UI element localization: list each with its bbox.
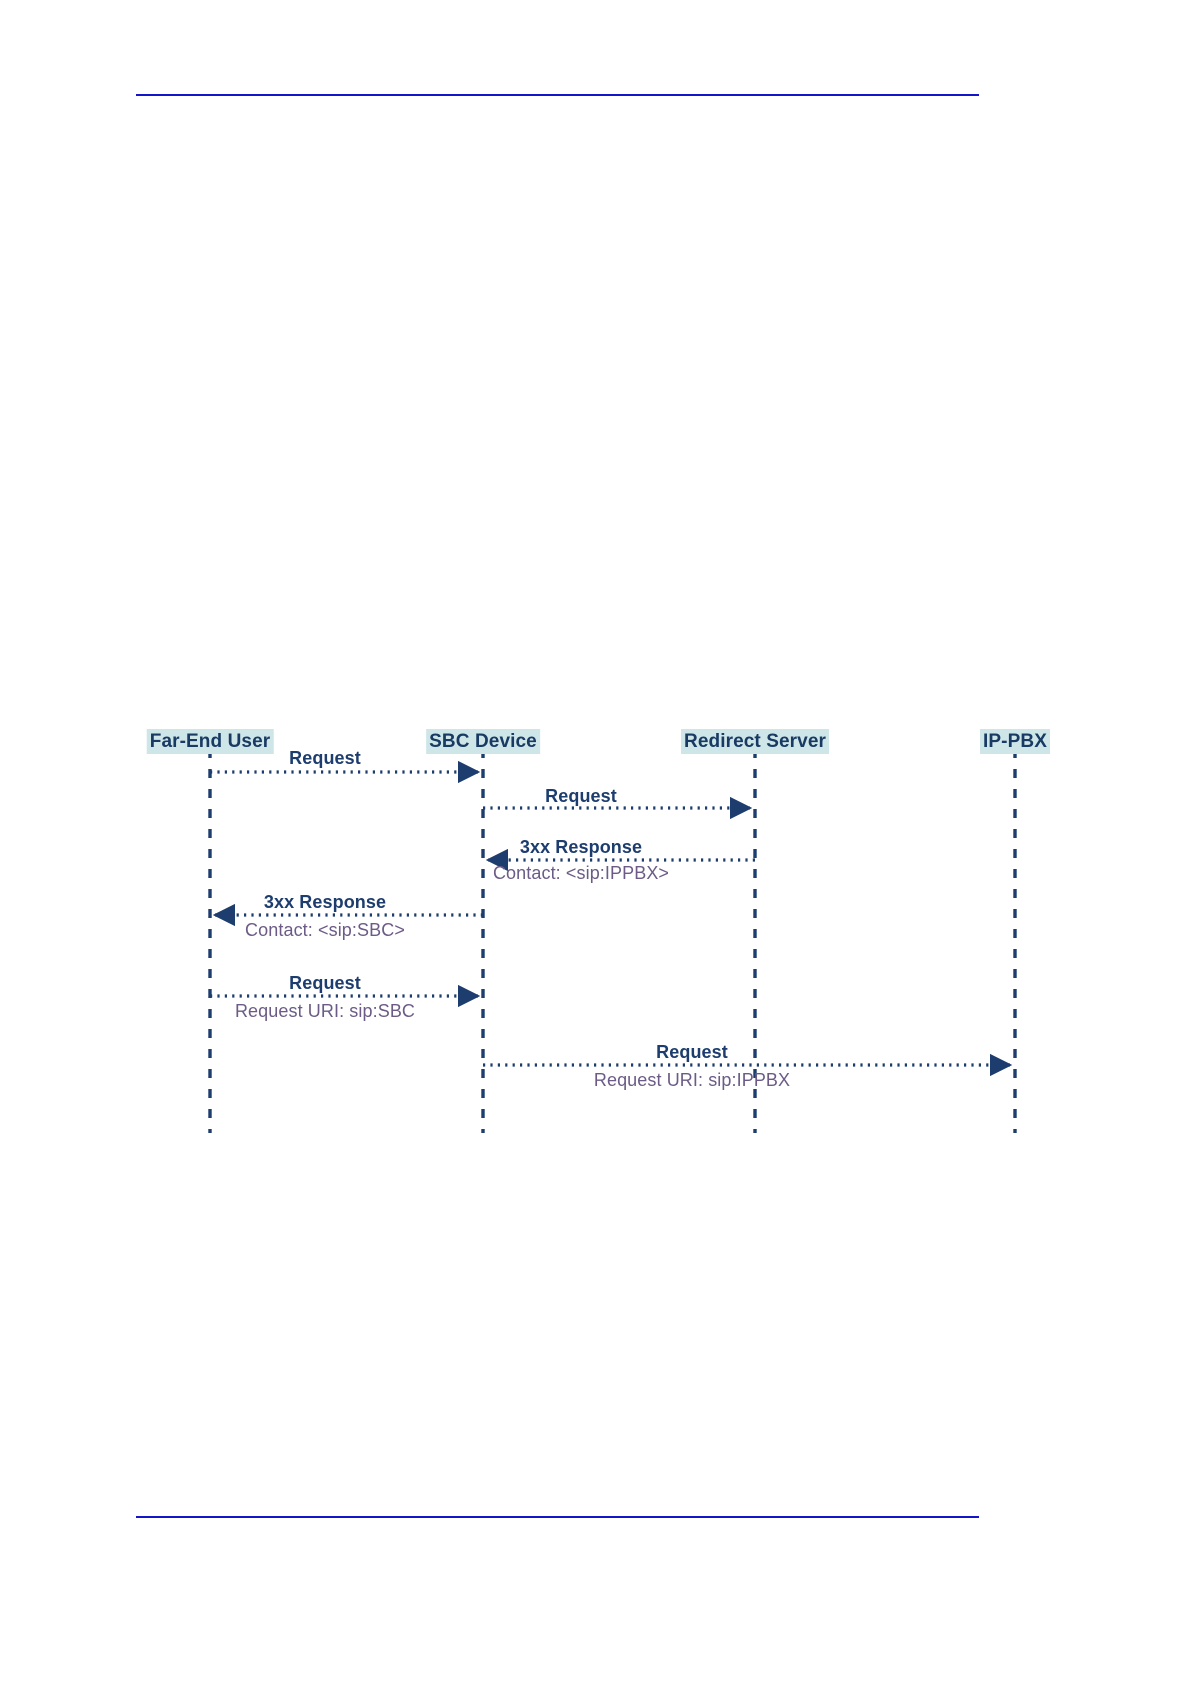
label-primary-msg-2-request-sbc-to-redirect: Request — [545, 786, 617, 806]
label-primary-msg-3-3xx-redirect-to-sbc: 3xx Response — [520, 837, 642, 857]
lifeline-head-ip-pbx: IP-PBX — [980, 729, 1050, 754]
message-primary-text: 3xx Response — [519, 837, 643, 857]
message-primary-text: Request — [289, 748, 361, 768]
message-primary-text: Request — [289, 973, 361, 993]
label-secondary-msg-5-request-user-to-sbc-uri-sbc: Request URI: sip:SBC — [235, 1001, 415, 1021]
message-primary-text: 3xx Response — [263, 892, 387, 912]
lifeline-head-redirect-server: Redirect Server — [681, 729, 829, 754]
message-primary-text: Request — [545, 786, 617, 806]
footer-rule — [136, 1516, 979, 1518]
label-secondary-msg-4-3xx-sbc-to-user: Contact: <sip:SBC> — [245, 920, 405, 940]
message-secondary-text: Contact: <sip:SBC> — [245, 920, 405, 940]
lifeline-head-far-end-user: Far-End User — [146, 729, 274, 754]
header-rule — [136, 94, 979, 96]
label-primary-msg-6-request-sbc-to-ippbx: Request — [656, 1042, 728, 1062]
message-secondary-text: Request URI: sip:SBC — [234, 1001, 416, 1021]
label-secondary-msg-6-request-sbc-to-ippbx: Request URI: sip:IPPBX — [594, 1070, 790, 1090]
label-primary-msg-4-3xx-sbc-to-user: 3xx Response — [264, 892, 386, 912]
message-secondary-text: Request URI: sip:IPPBX — [593, 1070, 791, 1090]
label-primary-msg-5-request-user-to-sbc-uri-sbc: Request — [289, 973, 361, 993]
lifeline-head-sbc-device: SBC Device — [426, 729, 540, 754]
label-primary-msg-1-request-user-to-sbc: Request — [289, 748, 361, 768]
message-primary-text: Request — [656, 1042, 728, 1062]
message-secondary-text: Contact: <sip:IPPBX> — [492, 863, 670, 883]
label-secondary-msg-3-3xx-redirect-to-sbc: Contact: <sip:IPPBX> — [493, 863, 669, 883]
